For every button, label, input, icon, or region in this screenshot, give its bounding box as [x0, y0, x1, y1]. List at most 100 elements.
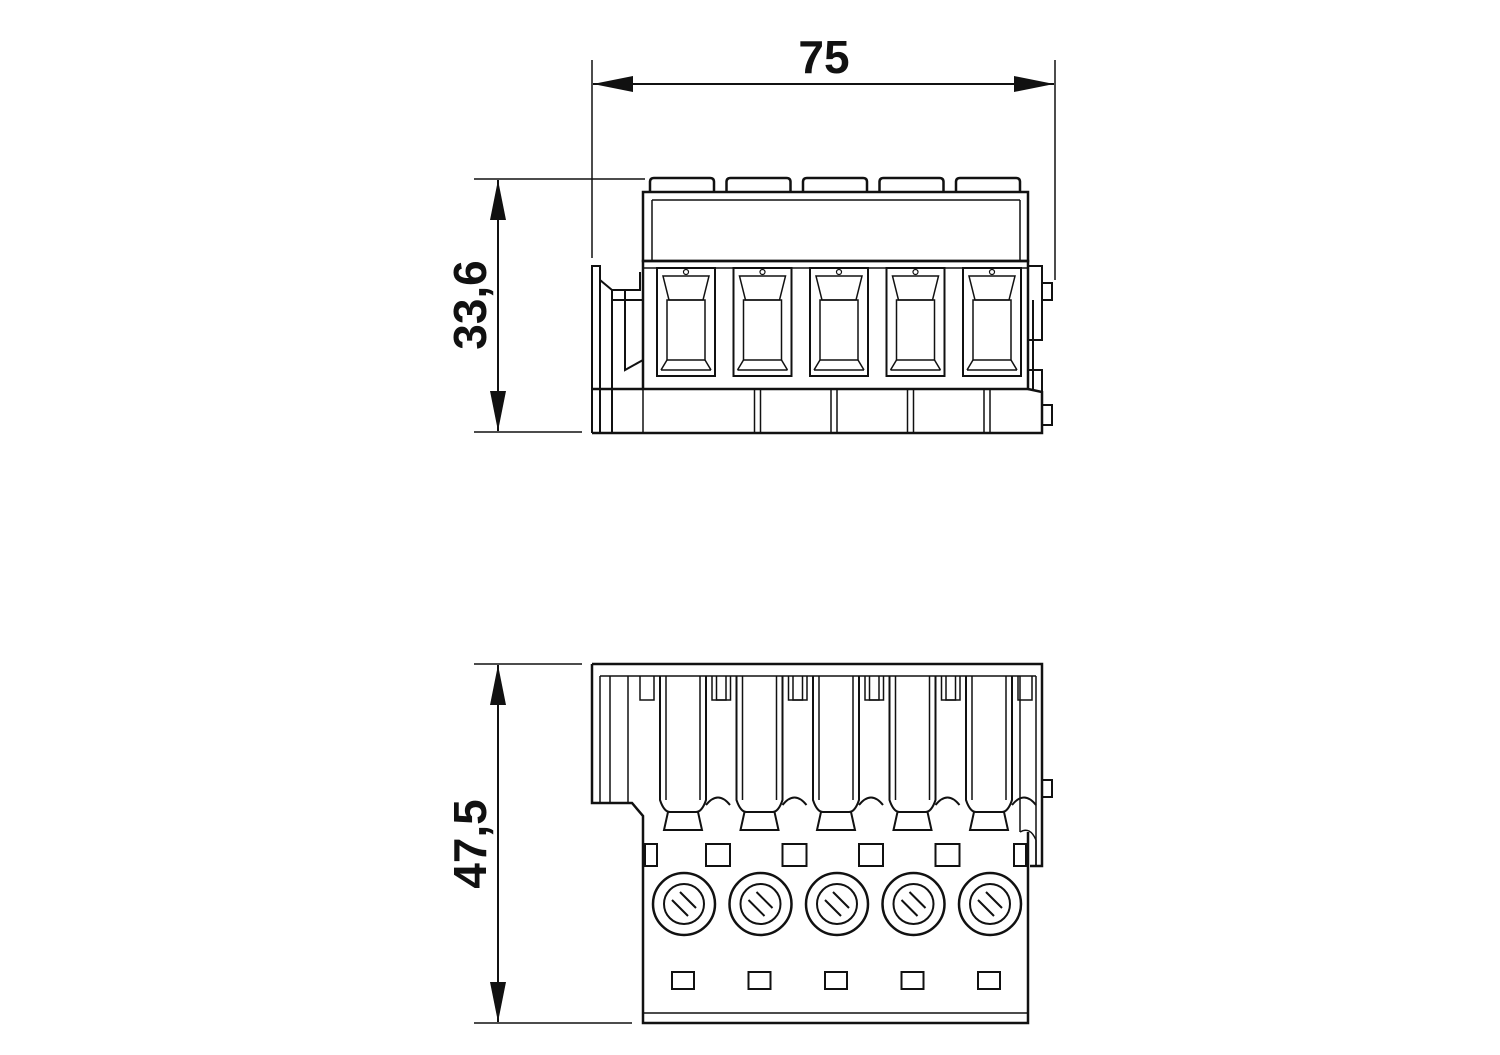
- top-bump: [878, 176, 945, 192]
- window-bevel: [813, 359, 865, 371]
- window-dot: [988, 268, 996, 276]
- window-inner: [742, 299, 783, 361]
- window-outline: [962, 267, 1022, 377]
- channel-clamp: [662, 811, 704, 831]
- dimension-label-front-height: 47,5: [444, 799, 496, 889]
- channel-inner: [741, 676, 778, 800]
- window-outline: [732, 267, 793, 377]
- window-bevel: [736, 359, 789, 371]
- screw-outer: [881, 871, 946, 937]
- wire-channel: [945, 676, 1037, 831]
- channel-clamp: [968, 811, 1010, 831]
- channel-outline: [659, 676, 707, 813]
- side-view: [591, 176, 1053, 435]
- top-bump: [725, 176, 792, 192]
- right-tabs: [1028, 265, 1053, 433]
- test-opening: [977, 971, 1001, 990]
- test-opening: [747, 971, 772, 990]
- channel-arc: [934, 796, 961, 806]
- separator-block: [705, 843, 731, 867]
- wire-channels: [639, 676, 1037, 831]
- left-latch: [591, 265, 644, 433]
- base-dividers: [753, 389, 991, 433]
- screw-head: [663, 883, 705, 925]
- window-bevel: [966, 359, 1018, 371]
- channel-outline: [965, 676, 1013, 813]
- test-opening: [900, 971, 925, 990]
- window-taper: [738, 275, 787, 301]
- window-inner: [819, 299, 859, 361]
- channel-outline: [812, 676, 860, 813]
- window-dot: [682, 268, 690, 276]
- channel-inner: [818, 676, 854, 800]
- channel-inner: [665, 676, 701, 800]
- screw-slot: [824, 899, 842, 917]
- separator-block: [781, 843, 808, 867]
- window-taper: [891, 275, 940, 301]
- front-view: [590, 662, 1053, 1025]
- window-dot: [835, 268, 843, 276]
- screw-slot: [900, 899, 919, 917]
- screw-slot: [755, 891, 774, 909]
- top-bump: [801, 176, 869, 192]
- channel-clamp: [892, 811, 933, 831]
- top-bump: [648, 176, 716, 192]
- window-inner: [972, 299, 1012, 361]
- channel-clamp: [815, 811, 857, 831]
- terminal-window: [885, 267, 946, 377]
- screw: [957, 871, 1023, 937]
- channel-outline: [888, 676, 937, 813]
- screw-outer: [651, 871, 717, 937]
- window-outline: [885, 267, 946, 377]
- screw-head: [816, 883, 858, 925]
- screw-outer: [728, 871, 793, 937]
- channel-tabs: [639, 676, 727, 701]
- channel-inner: [894, 676, 931, 800]
- window-dot: [912, 268, 919, 276]
- dimension-side-height: 33,6: [444, 178, 645, 433]
- channel-inner: [971, 676, 1007, 800]
- window-inner: [895, 299, 936, 361]
- test-opening: [671, 971, 695, 990]
- upper-band: [641, 190, 1030, 263]
- screw-outer: [804, 871, 870, 937]
- channel-outline: [735, 676, 784, 813]
- screw-slot: [679, 891, 697, 909]
- screw-slot: [977, 899, 995, 917]
- screw: [804, 871, 870, 937]
- terminal-window: [962, 267, 1022, 377]
- window-taper: [968, 275, 1016, 301]
- top-bump: [954, 176, 1022, 192]
- channel-tabs: [868, 676, 957, 701]
- channel-arc: [781, 796, 808, 806]
- screw-slot: [671, 899, 689, 917]
- window-taper: [815, 275, 863, 301]
- channel-tabs: [715, 676, 804, 701]
- terminal-band: [641, 259, 1030, 391]
- separator-block: [644, 843, 658, 867]
- window-bevel: [660, 359, 712, 371]
- dimension-label-side-height: 33,6: [444, 260, 496, 350]
- channel-arc: [705, 796, 731, 806]
- terminal-windows: [656, 267, 1022, 377]
- window-outline: [656, 267, 716, 377]
- screw-slot: [985, 891, 1003, 909]
- dimension-front-height: 47,5: [444, 663, 632, 1024]
- window-dot: [759, 268, 766, 276]
- window-inner: [666, 299, 706, 361]
- channel-arc: [1011, 796, 1037, 806]
- channel-arc: [858, 796, 884, 806]
- screw: [881, 871, 946, 937]
- dimension-label-width: 75: [798, 31, 849, 83]
- terminal-window: [809, 267, 869, 377]
- test-openings: [644, 843, 1027, 990]
- screw-outer: [957, 871, 1023, 937]
- dimension-width: 75: [591, 31, 1056, 280]
- channel-tabs: [792, 676, 880, 701]
- separator-block: [858, 843, 884, 867]
- window-taper: [662, 275, 710, 301]
- wire-channel: [639, 676, 731, 831]
- screw: [728, 871, 793, 937]
- separator-block: [934, 843, 961, 867]
